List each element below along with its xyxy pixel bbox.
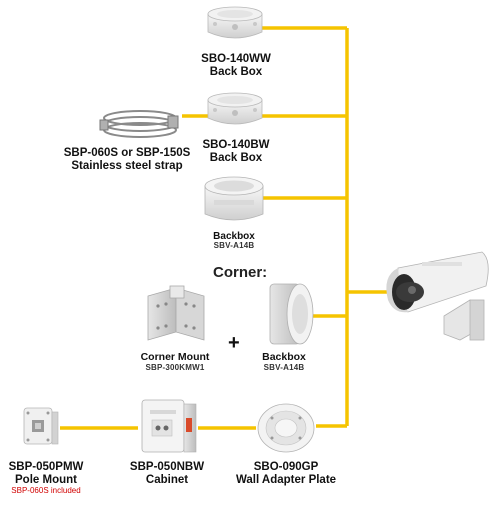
model-code: SBP-050NBW <box>129 461 205 473</box>
product-name: Wall Adapter Plate <box>235 473 337 486</box>
model-code: SBO-140WW <box>201 53 271 65</box>
model-code: SBP-300KMW1 <box>145 362 205 372</box>
label-sbo-140bw: SBO-140BW Back Box <box>196 139 276 165</box>
pole-mount-icon <box>23 407 59 445</box>
product-name: Pole Mount <box>15 473 77 486</box>
corner-heading: Corner: <box>213 264 268 281</box>
cabinet-icon <box>141 399 197 453</box>
label-wall-adapter: SBO-090GP Wall Adapter Plate <box>228 461 344 487</box>
model-code: SBV-A14B <box>263 362 305 372</box>
model-code: SBV-A14B <box>213 241 255 251</box>
adapter-plate-icon <box>257 403 315 453</box>
product-name: Back Box <box>209 151 263 164</box>
included-note: SBP-060S included <box>11 485 81 495</box>
connector-lines <box>60 26 389 430</box>
label-backbox: Backbox SBV-A14B <box>204 231 264 251</box>
product-name: Cabinet <box>145 473 189 486</box>
backbox-icon <box>204 176 264 221</box>
junction-box-icon <box>207 92 263 125</box>
label-pole-mount: SBP-050PMW Pole Mount SBP-060S included <box>2 461 90 496</box>
label-steel-strap: SBP-060S or SBP-150S Stainless steel str… <box>52 147 202 173</box>
product-name: Stainless steel strap <box>71 159 183 172</box>
camera-icon <box>386 251 489 341</box>
model-code: SBO-140BW <box>202 139 270 151</box>
label-sbo-140ww: SBO-140WW Back Box <box>196 53 276 79</box>
model-code: SBP-050PMW <box>8 461 84 473</box>
junction-box-icon <box>207 6 263 39</box>
product-name: Backbox <box>213 231 255 242</box>
backbox-icon <box>269 283 314 345</box>
product-name: Back Box <box>209 65 263 78</box>
model-code: SBO-090GP <box>253 461 319 473</box>
label-corner-mount: Corner Mount SBP-300KMW1 <box>130 351 220 373</box>
label-cabinet: SBP-050NBW Cabinet <box>122 461 212 487</box>
model-code: SBP-060S or SBP-150S <box>63 147 191 159</box>
steel-strap-icon <box>99 110 179 138</box>
product-name: Corner Mount <box>140 351 210 363</box>
product-name: Backbox <box>262 351 306 363</box>
corner-bracket-icon <box>147 285 205 341</box>
plus-sign: + <box>228 332 240 354</box>
label-corner-backbox: Backbox SBV-A14B <box>254 351 314 373</box>
